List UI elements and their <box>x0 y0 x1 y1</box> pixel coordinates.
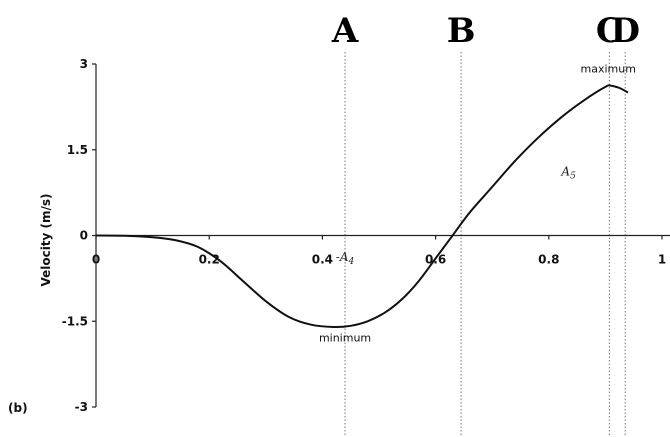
y-axis-title: Velocity (m/s) <box>39 193 53 286</box>
marker-label-c: C <box>596 11 623 51</box>
marker-lines <box>344 52 626 437</box>
marker-labels: A B CD <box>331 11 640 51</box>
marker-label-a: A <box>331 11 359 51</box>
y-tick-label: -3 <box>75 400 88 414</box>
annotation-area: A5 <box>560 164 576 181</box>
x-tick-label: 1 <box>658 253 666 267</box>
x-tick-label: 0.4 <box>312 253 333 267</box>
y-tick-label: -1.5 <box>62 314 88 328</box>
y-tick-label: 0 <box>80 229 88 243</box>
x-tick-label: 0 <box>92 253 100 267</box>
panel-label: (b) <box>8 401 28 415</box>
velocity-series-line <box>95 84 629 329</box>
annotation-maximum: maximum <box>581 63 636 76</box>
plot-line-group <box>95 84 629 329</box>
marker-label-b: B <box>447 11 476 51</box>
annotations: maximum minimum A5 -A4 <box>319 63 636 345</box>
marker-label-d: D <box>610 11 639 51</box>
y-tick-label: 1.5 <box>67 143 88 157</box>
annotation-area: -A4 <box>336 250 355 267</box>
annotation-minimum: minimum <box>319 331 371 344</box>
x-tick-label: 0.8 <box>538 253 559 267</box>
y-tick-label: 3 <box>80 57 88 71</box>
